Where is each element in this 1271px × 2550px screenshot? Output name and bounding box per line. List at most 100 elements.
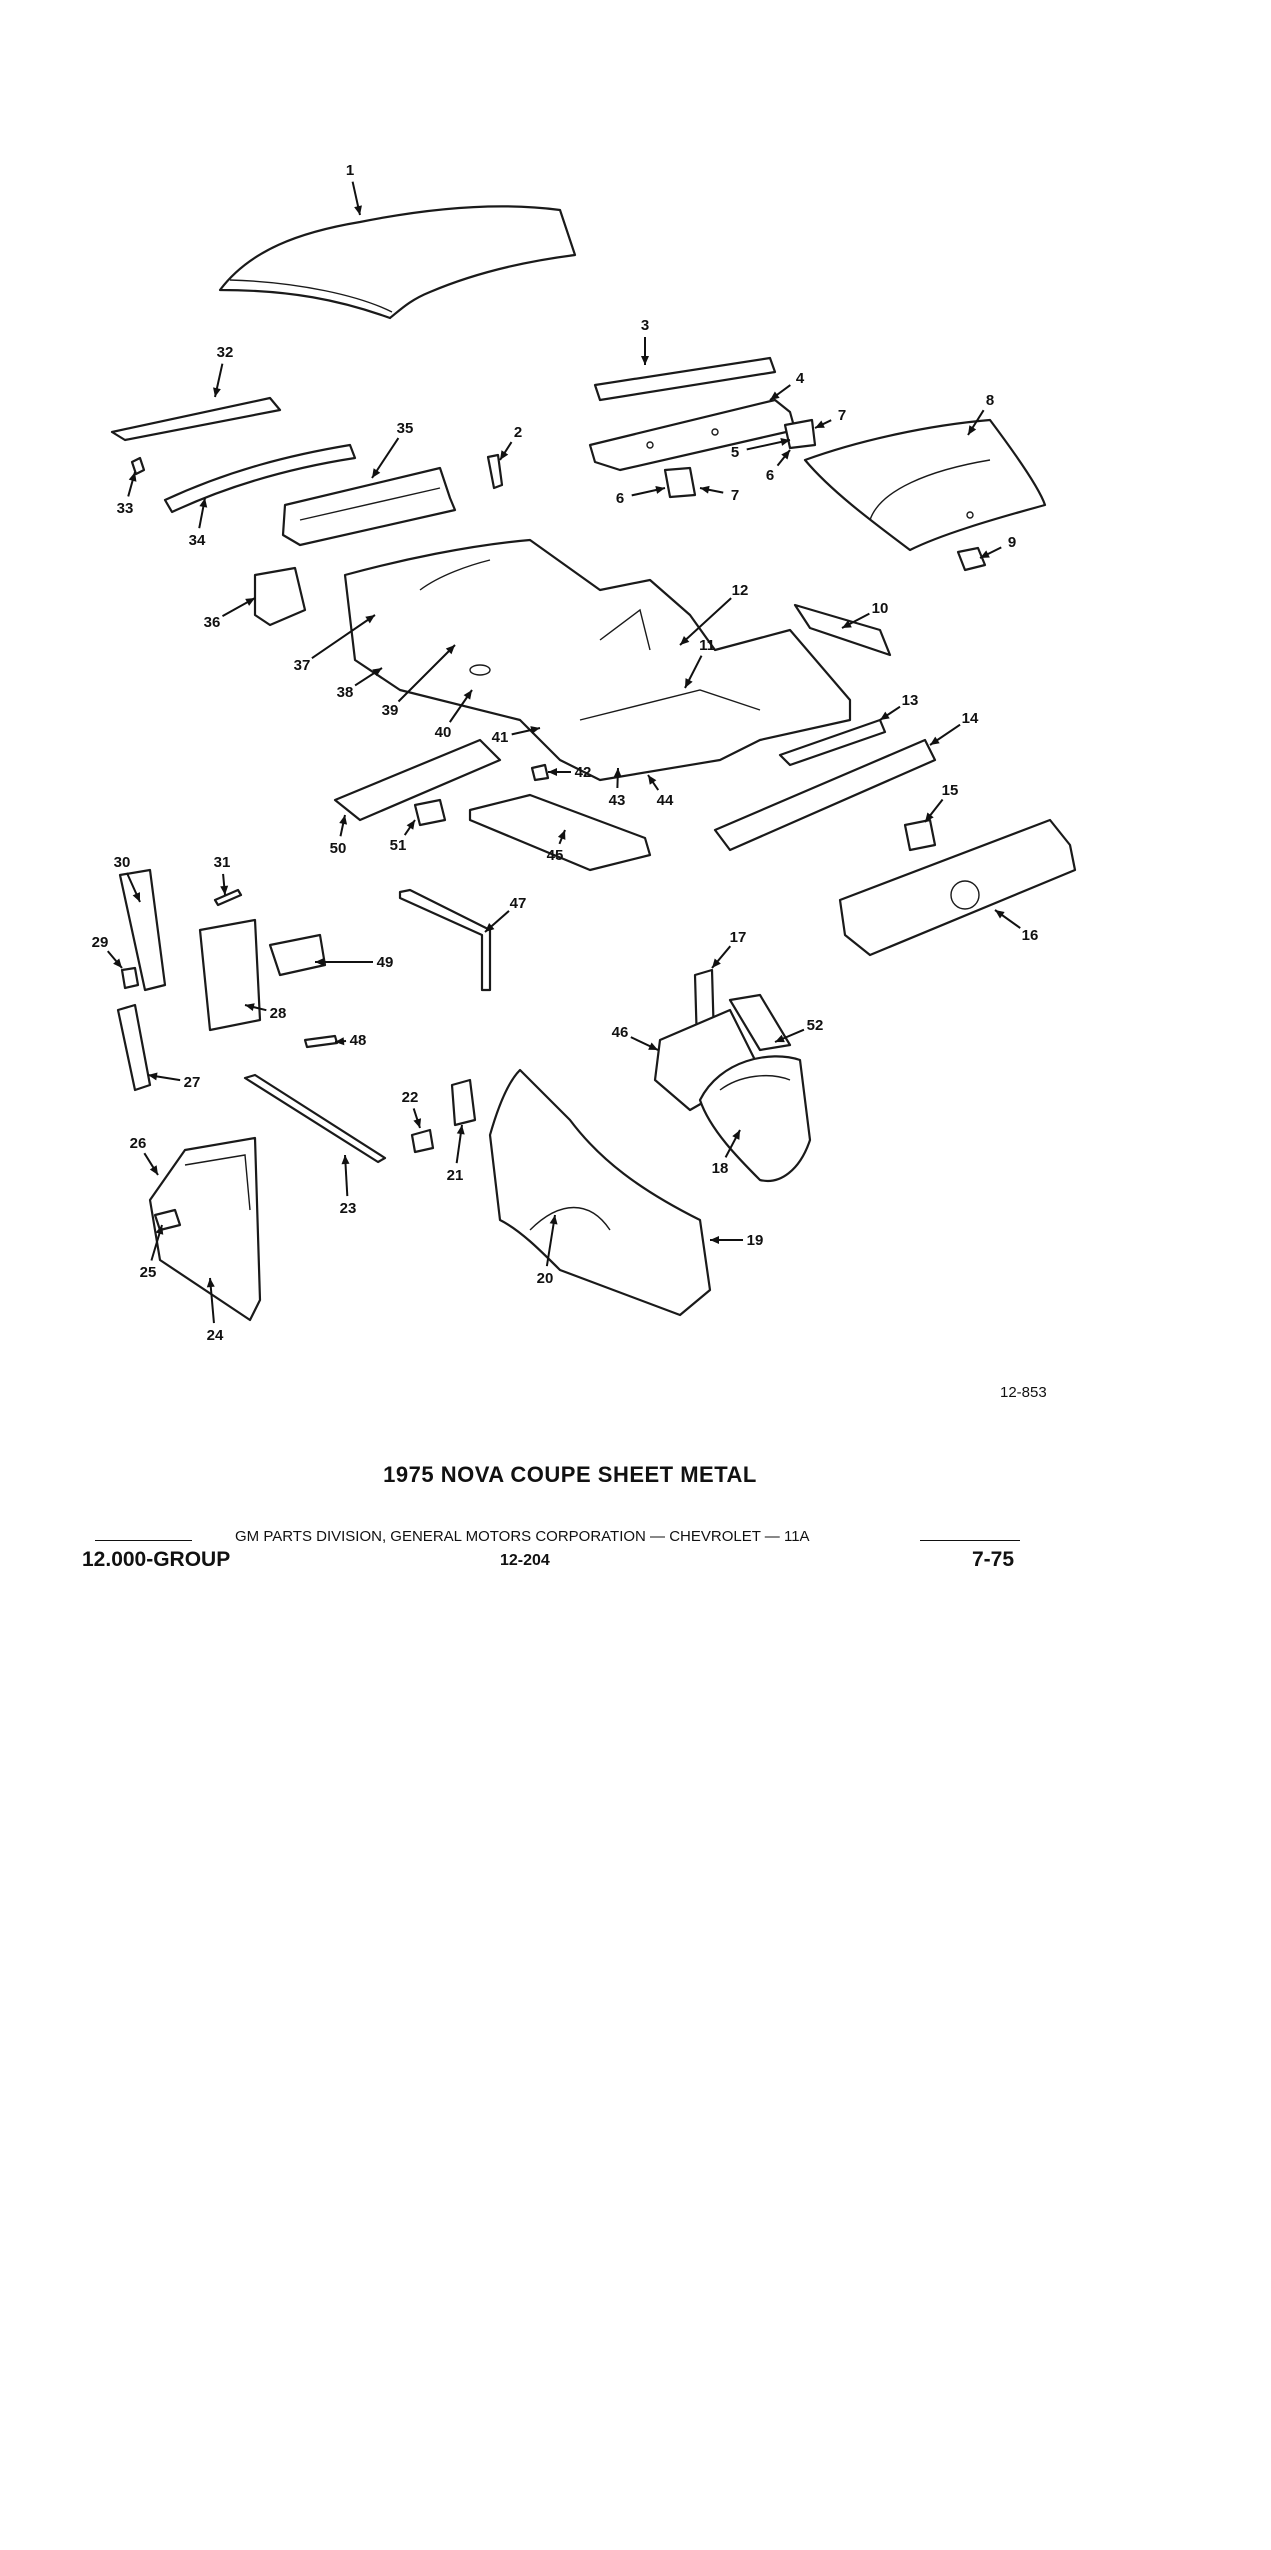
arrowhead-25 [155, 1225, 164, 1235]
callout-46: 46 [612, 1024, 629, 1041]
arrowhead-22 [413, 1118, 422, 1128]
callout-20: 20 [537, 1270, 554, 1287]
roof-rear-rail [588, 356, 797, 472]
leader-line-12 [679, 597, 732, 646]
arrowhead-12 [680, 635, 690, 645]
arrowhead-32 [213, 387, 221, 397]
callout-13: 13 [902, 692, 919, 709]
arrowhead-38 [372, 668, 382, 677]
callout-28: 28 [270, 1005, 287, 1022]
arrowhead-7 [815, 420, 825, 428]
callout-8: 8 [986, 392, 994, 409]
callout-38: 38 [337, 684, 354, 701]
callout-31: 31 [214, 854, 231, 871]
figure-code: 12-853 [1000, 1384, 1047, 1401]
hinge-pillar [198, 918, 262, 1032]
floor-pan-assembly [343, 538, 852, 782]
callout-15: 15 [942, 782, 959, 799]
arrowhead-26 [149, 1165, 158, 1175]
arrowhead-1 [354, 205, 362, 215]
callout-23: 23 [340, 1200, 357, 1217]
quarter-panel [488, 1068, 712, 1317]
arrowhead-14 [930, 736, 940, 745]
arrowhead-27 [148, 1072, 158, 1081]
sill-bracket [413, 798, 447, 827]
arrowhead-28 [245, 1003, 255, 1012]
tail-lamp-bracket [903, 818, 937, 852]
door-bumper [303, 1034, 339, 1049]
callout-7: 7 [838, 407, 846, 424]
pillar-reinforcement [268, 933, 327, 977]
callout-45: 45 [547, 847, 564, 864]
arrowhead-40 [463, 690, 472, 700]
callout-19: 19 [747, 1232, 764, 1249]
footer-page-number: 12-204 [500, 1552, 550, 1569]
arrowhead-8 [968, 425, 977, 435]
arrowhead-36 [245, 598, 255, 606]
arrowhead-9 [980, 550, 990, 558]
callout-9: 9 [1008, 534, 1016, 551]
callout-30: 30 [114, 854, 131, 871]
arrowhead-19 [710, 1236, 719, 1244]
leader-line-37 [311, 614, 376, 660]
callout-24: 24 [207, 1327, 224, 1344]
arrowhead-13 [880, 711, 890, 720]
arrowhead-34 [199, 498, 208, 508]
arrowhead-33 [128, 472, 137, 482]
wheelhouse-filler [728, 993, 792, 1052]
pillar-plug [120, 966, 140, 990]
arrowhead-51 [406, 820, 415, 830]
arrowhead-7 [700, 485, 710, 494]
arrowhead-35 [372, 468, 381, 478]
arrowhead-18 [732, 1130, 740, 1140]
callout-35: 35 [397, 420, 414, 437]
callout-26: 26 [130, 1135, 147, 1152]
arrowhead-21 [456, 1125, 465, 1135]
arrowhead-29 [113, 958, 122, 968]
callout-34: 34 [189, 532, 206, 549]
callout-21: 21 [447, 1167, 464, 1184]
lock-pillar-filler [450, 1078, 477, 1127]
callout-7: 7 [731, 487, 739, 504]
callout-51: 51 [390, 837, 407, 854]
callout-27: 27 [184, 1074, 201, 1091]
diagram-title: 1975 NOVA COUPE SHEET METAL [383, 1462, 757, 1487]
arrowhead-3 [641, 356, 649, 365]
windshield-header-and-rails [110, 396, 357, 514]
front-floor-side-sill [333, 738, 502, 822]
front-door-assembly [148, 1136, 262, 1322]
arrowhead-10 [842, 620, 852, 628]
arrowhead-11 [685, 678, 693, 688]
arrowhead-6 [655, 486, 665, 494]
arrowhead-49 [315, 958, 324, 966]
arrowhead-52 [775, 1034, 785, 1043]
callout-48: 48 [350, 1032, 367, 1049]
callout-1: 1 [346, 162, 354, 179]
arrowhead-47 [485, 923, 495, 932]
arrowhead-50 [339, 815, 348, 825]
floor-pan-plug [530, 763, 550, 782]
arrowhead-31 [220, 885, 229, 895]
lower-hinge-pillar [116, 1003, 152, 1092]
front-door-pillar [118, 868, 167, 992]
arrowhead-45 [557, 830, 566, 840]
arrowhead-6 [781, 450, 790, 460]
footer-rule-right [920, 1540, 1020, 1541]
callout-52: 52 [807, 1017, 824, 1034]
callout-44: 44 [657, 792, 674, 809]
arrowhead-41 [530, 726, 540, 734]
callout-36: 36 [204, 614, 221, 631]
arrowhead-39 [445, 645, 455, 655]
arrowhead-23 [341, 1155, 350, 1165]
windshield-pillar-bracket [486, 453, 504, 490]
callout-6: 6 [616, 490, 624, 507]
rear-floor-crossmember [793, 603, 892, 657]
arrowhead-46 [648, 1042, 658, 1050]
arrowhead-16 [995, 910, 1005, 919]
rocker-panel-sill [468, 793, 652, 872]
quarter-panel-plug [410, 1128, 435, 1154]
arrowhead-42 [548, 768, 557, 776]
rear-end-panel [838, 818, 1077, 957]
arrowhead-17 [712, 958, 721, 968]
callout-29: 29 [92, 934, 109, 951]
